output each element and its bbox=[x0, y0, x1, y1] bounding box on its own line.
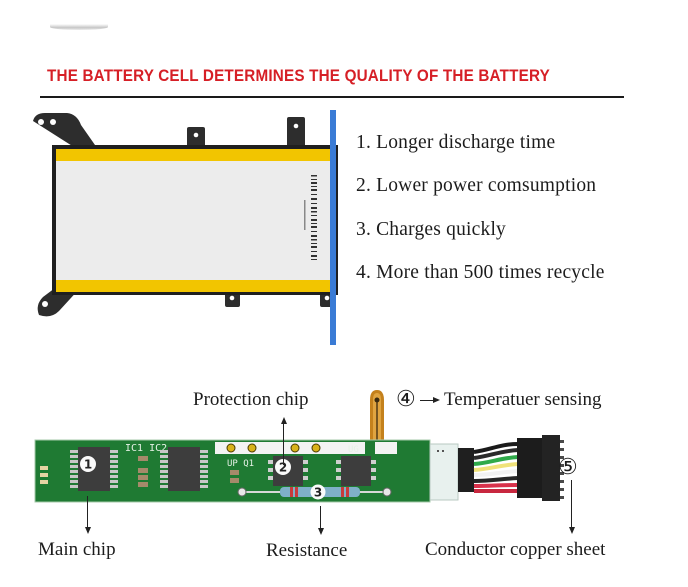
arrow-temperature bbox=[420, 396, 440, 404]
second-chip bbox=[160, 447, 208, 491]
board-label-q: UP Q1 bbox=[227, 459, 254, 469]
svg-text:1: 1 bbox=[84, 458, 92, 472]
arrow-main-chip bbox=[83, 496, 92, 534]
board-label-ic: IC1 IC2 bbox=[125, 443, 167, 454]
arrow-copper-sheet bbox=[567, 480, 576, 534]
protection-board-image: IC1 IC2 UP Q1 UG bbox=[34, 390, 564, 503]
decorative-smudge bbox=[50, 24, 108, 30]
thermistor bbox=[370, 390, 384, 448]
marker-2: 2 bbox=[275, 459, 291, 475]
board-label-ug: UG bbox=[348, 445, 359, 455]
marker-5: ⑤ bbox=[558, 454, 578, 479]
battery-bottom-tape bbox=[56, 280, 336, 292]
feature-item: 1. Longer discharge time bbox=[356, 132, 556, 153]
callout-copper-sheet: Conductor copper sheet bbox=[425, 539, 606, 560]
feature-list: 1. Longer discharge time 2. Lower power … bbox=[356, 130, 605, 303]
barcode-label bbox=[304, 175, 317, 260]
page-title: THE BATTERY CELL DETERMINES THE QUALITY … bbox=[47, 67, 550, 85]
callout-main-chip: Main chip bbox=[38, 539, 116, 560]
arrow-protection-chip bbox=[279, 417, 288, 465]
mosfet-chip bbox=[336, 456, 376, 486]
callout-temperature-sensing: Temperatuer sensing bbox=[444, 389, 602, 410]
plug-housing bbox=[429, 443, 459, 501]
title-underline bbox=[40, 96, 624, 98]
feature-item: 3. Charges quickly bbox=[356, 218, 507, 240]
callout-resistance: Resistance bbox=[266, 540, 348, 561]
marker-4: ④ bbox=[396, 386, 416, 411]
connector bbox=[517, 435, 564, 501]
battery-edge-strip bbox=[330, 110, 336, 345]
marker-3: 3 bbox=[310, 484, 326, 500]
svg-text:3: 3 bbox=[314, 486, 322, 500]
battery-top-tape bbox=[56, 149, 336, 161]
battery-body bbox=[56, 161, 336, 280]
battery-cell-image bbox=[33, 110, 338, 345]
wire-bundle bbox=[458, 442, 519, 493]
feature-item: 2. Lower power comsumption bbox=[356, 175, 597, 197]
svg-text:2: 2 bbox=[279, 461, 287, 475]
marker-1: 1 bbox=[80, 456, 96, 472]
callout-protection-chip: Protection chip bbox=[193, 389, 309, 410]
arrow-resistance bbox=[316, 506, 325, 535]
feature-item: 4. More than 500 times recycle bbox=[356, 261, 605, 283]
